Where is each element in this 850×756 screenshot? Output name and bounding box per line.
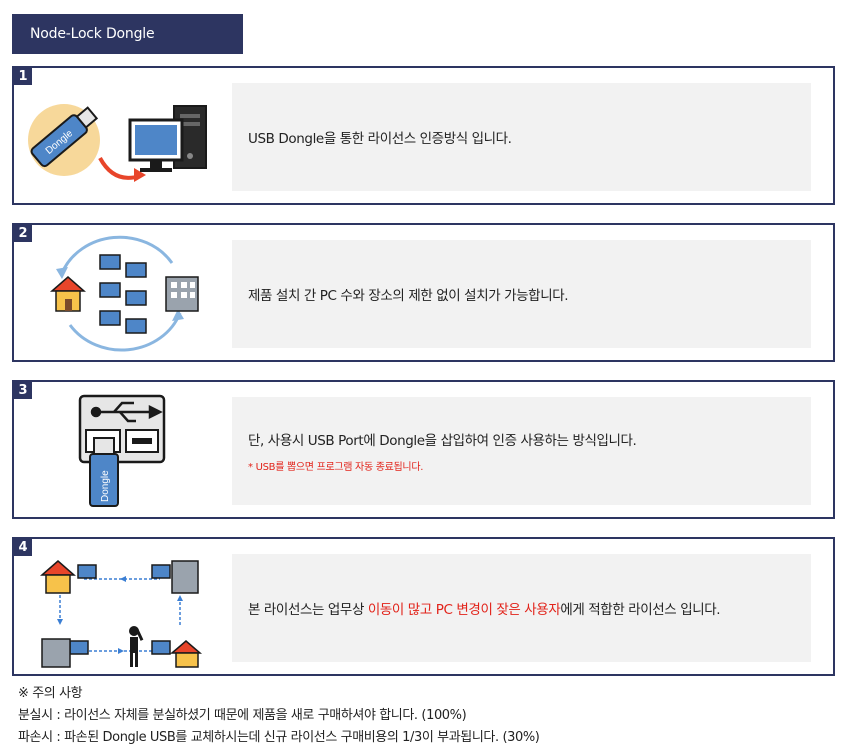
description-panel: 본 라이선스는 업무상 이동이 많고 PC 변경이 잦은 사용자에게 적합한 라… — [232, 554, 811, 662]
usb-port-illustration: Dongle — [78, 394, 166, 507]
card-number: 2 — [14, 225, 32, 242]
dongle-to-pc-illustration: Dongle — [28, 104, 207, 182]
multi-pc-illustration — [50, 235, 199, 352]
desktop-computer-icon — [128, 105, 207, 172]
card-number: 1 — [14, 68, 32, 85]
card-number: 4 — [14, 539, 32, 556]
usb-dongle-icon: Dongle — [30, 106, 99, 168]
caution-line-damaged: 파손시 : 파손된 Dongle USB를 교체하시는데 신규 라이선스 구매비… — [18, 730, 540, 745]
card-3: 3 Dongle 단, 사용시 USB Port에 Dongle을 삽입하여 인… — [12, 380, 835, 519]
caution-line-lost: 분실시 : 라이선스 자체를 분실하셨기 때문에 제품을 새로 구매하셔야 합니… — [18, 708, 467, 723]
usb-port-icon — [78, 394, 166, 464]
card-number: 3 — [14, 382, 32, 399]
description-panel: 제품 설치 간 PC 수와 장소의 제한 없이 설치가 가능합니다. — [232, 240, 811, 348]
house-icon — [50, 276, 86, 312]
mobile-user-illustration — [40, 560, 203, 668]
description-text: 제품 설치 간 PC 수와 장소의 제한 없이 설치가 가능합니다. — [248, 288, 569, 304]
text-after: 에게 적합한 라이선스 입니다. — [560, 602, 721, 618]
description-panel: USB Dongle을 통한 라이선스 인증방식 입니다. — [232, 83, 811, 191]
person-icon — [129, 626, 144, 667]
cycle-arrows-icon — [60, 235, 182, 352]
building-icon — [165, 276, 199, 312]
dotted-path — [59, 578, 181, 652]
card-1: 1 Dongle USB Dongle을 통한 라이선스 인증방식 입니다. — [12, 66, 835, 205]
desktop-computer-icon — [69, 564, 171, 655]
house-icon — [169, 640, 203, 668]
arrow-head — [134, 168, 146, 182]
text-highlight: 이동이 많고 PC 변경이 잦은 사용자 — [367, 602, 561, 618]
description-text: 단, 사용시 USB Port에 Dongle을 삽입하여 인증 사용하는 방식… — [248, 433, 637, 449]
description-panel: 단, 사용시 USB Port에 Dongle을 삽입하여 인증 사용하는 방식… — [232, 397, 811, 505]
caution-notes: ※ 주의 사항 분실시 : 라이선스 자체를 분실하셨기 때문에 제품을 새로 … — [18, 683, 540, 749]
tab-node-lock-dongle[interactable]: Node-Lock Dongle — [12, 14, 243, 54]
description-text: 본 라이선스는 업무상 이동이 많고 PC 변경이 잦은 사용자에게 적합한 라… — [248, 598, 811, 618]
building-icon — [41, 560, 199, 668]
house-icon — [40, 560, 76, 594]
card-4: 4 — [12, 537, 835, 676]
description-text: USB Dongle을 통한 라이선스 인증방식 입니다. — [248, 131, 512, 147]
dongle-text: Dongle — [100, 470, 111, 502]
desktop-computer-icon — [99, 254, 147, 334]
tab-label: Node-Lock Dongle — [30, 26, 155, 42]
usb-dongle-icon: Dongle — [89, 437, 119, 507]
caution-title: ※ 주의 사항 — [18, 686, 83, 701]
warning-note: * USB를 뽑으면 프로그램 자동 종료됩니다. — [248, 462, 424, 473]
card-2: 2 제품 설치 간 PC 수와 장소의 제한 없이 설치가 가능합니다. — [12, 223, 835, 362]
text-before: 본 라이선스는 업무상 — [248, 602, 368, 618]
